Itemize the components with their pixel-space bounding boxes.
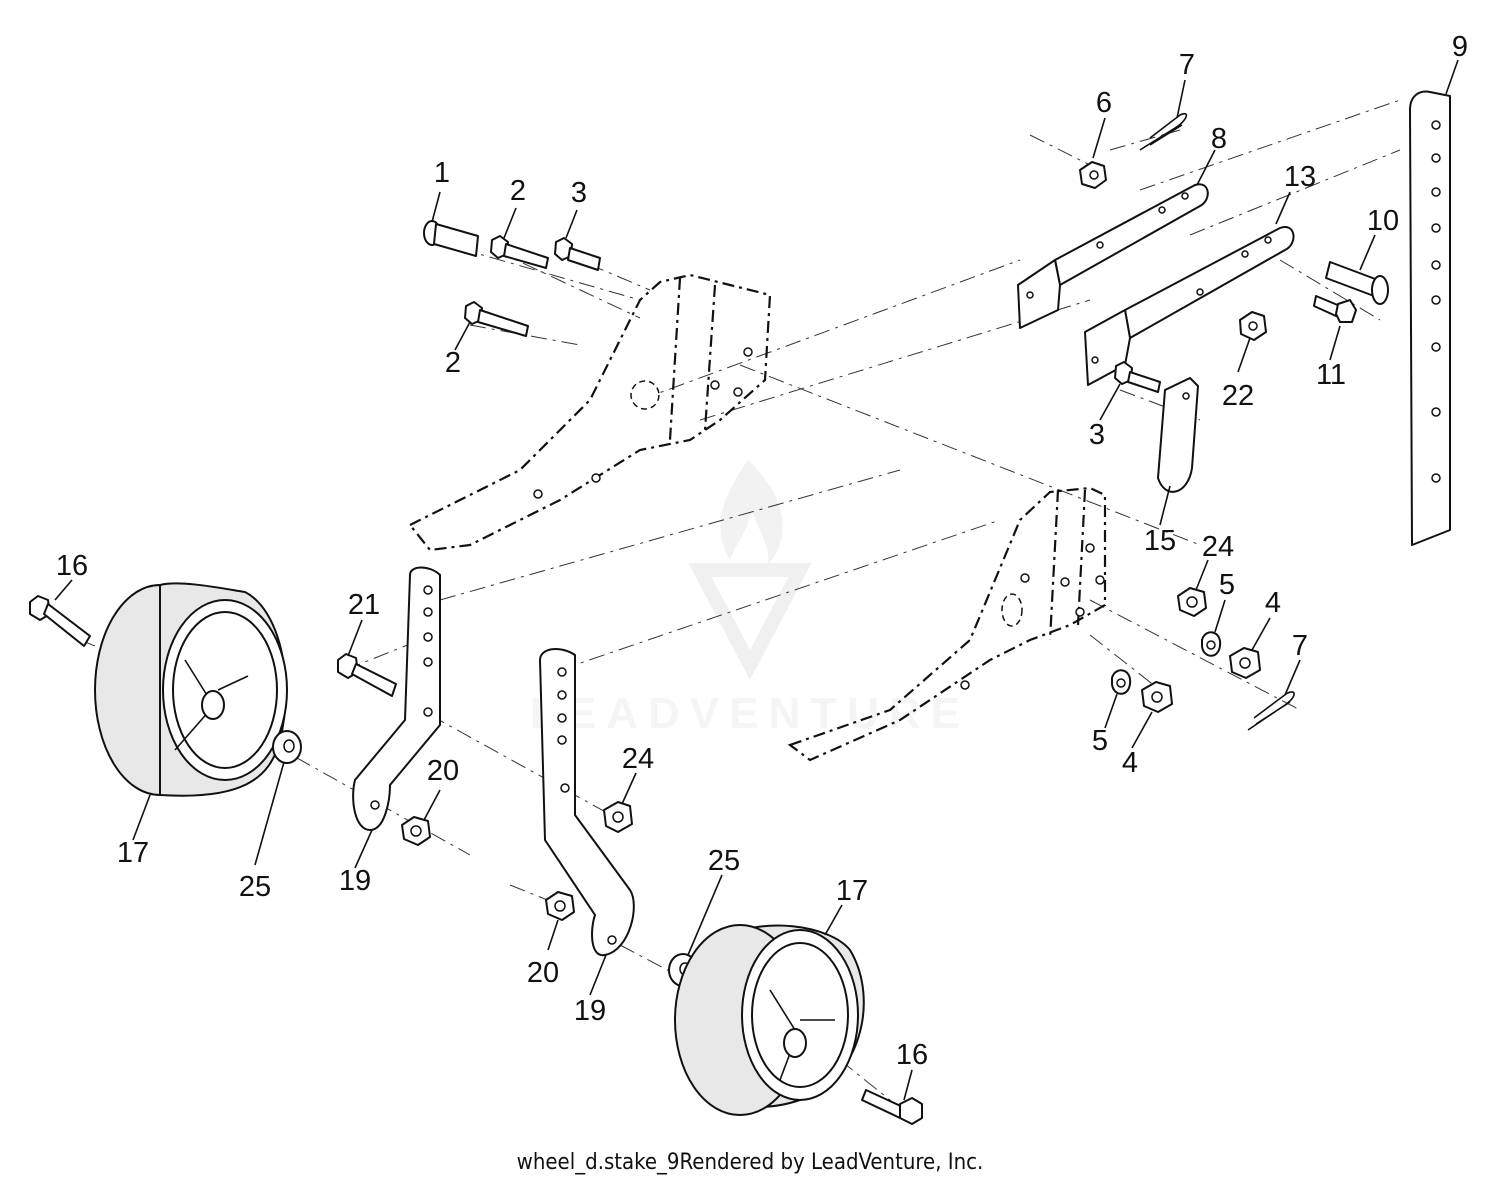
callout-25-left: 25 (239, 871, 271, 903)
bracket-8 (1017, 183, 1209, 329)
callout-1: 1 (434, 157, 450, 189)
callout-3-upper: 3 (571, 177, 587, 209)
callout-11: 11 (1316, 359, 1346, 391)
callout-5-right: 5 (1219, 569, 1235, 601)
callout-8: 8 (1211, 123, 1227, 155)
callout-25-right: 25 (708, 845, 740, 877)
axle-bolt-left (29, 595, 91, 647)
stake-pin (1325, 261, 1389, 305)
callout-17-right: 17 (836, 875, 868, 907)
flange-nut-24-center (603, 801, 633, 833)
callout-7-lower: 7 (1292, 630, 1308, 662)
callout-4-center: 4 (1122, 747, 1138, 779)
hex-nut-6 (1079, 161, 1107, 189)
leadventure-watermark: LEADVENTURE (530, 460, 970, 738)
lock-washer-5-center (1111, 669, 1132, 695)
hex-bolt-lower (464, 301, 529, 337)
callout-10: 10 (1367, 205, 1399, 237)
callout-6: 6 (1096, 87, 1112, 119)
callout-2-lower: 2 (445, 347, 461, 379)
callout-24-right: 24 (1202, 531, 1234, 563)
callout-16-right: 16 (896, 1039, 928, 1071)
hex-nut-20-left (401, 816, 431, 846)
flange-nut-24-right (1177, 587, 1207, 617)
diagram-filename: wheel_d.stake_9 (516, 1150, 680, 1175)
diagram-footer: wheel_d.stake_9Rendered by LeadVenture, … (0, 1150, 1500, 1175)
callout-20-right: 20 (527, 957, 559, 989)
hex-bolt-upper (490, 235, 549, 269)
rendered-by-credit: Rendered by LeadVenture, Inc. (679, 1150, 984, 1175)
hex-nut-4-right (1229, 647, 1261, 679)
wheel-left (94, 582, 288, 797)
callout-4-right: 4 (1265, 587, 1281, 619)
axle-bolt-right (861, 1089, 923, 1125)
clevis-pin (423, 220, 479, 257)
callout-13: 13 (1284, 161, 1316, 193)
flat-washer-25-left (272, 730, 302, 764)
callout-leaders (54, 59, 1459, 1101)
callout-9: 9 (1452, 31, 1468, 63)
tiller-frame-right (787, 486, 1107, 762)
depth-stake (1409, 90, 1451, 546)
bracket-15 (1157, 377, 1199, 493)
callout-5-center: 5 (1092, 725, 1108, 757)
callout-15: 15 (1144, 525, 1176, 557)
callout-17-left: 17 (117, 837, 149, 869)
lock-washer-5-right (1201, 631, 1222, 657)
wheel-bracket-19-right (539, 648, 635, 957)
watermark-text: LEADVENTURE (530, 689, 970, 738)
callout-3-lower: 3 (1089, 419, 1105, 451)
callout-2-upper: 2 (510, 175, 526, 207)
hex-nut-4-center (1141, 681, 1173, 713)
callout-16-left: 16 (56, 550, 88, 582)
hex-nut-22 (1239, 311, 1267, 341)
callout-labels: 1 2 2 3 3 4 4 5 5 6 7 7 8 9 10 11 13 15 … (56, 31, 1468, 1071)
callout-19-left: 19 (339, 865, 371, 897)
hex-nut-20-right (545, 891, 575, 921)
tiller-frame-left (408, 273, 772, 552)
wheel-right (674, 924, 865, 1116)
callout-19-right: 19 (574, 995, 606, 1027)
bolt-11 (1313, 295, 1357, 323)
hairpin-clip-lower (1247, 691, 1295, 731)
callout-22: 22 (1222, 380, 1254, 412)
callout-7-upper: 7 (1179, 49, 1195, 81)
short-bolt-lower (1114, 361, 1161, 393)
hairpin-clip-upper (1139, 112, 1188, 151)
callout-20-left: 20 (427, 755, 459, 787)
callout-21: 21 (348, 589, 380, 621)
callout-24-center: 24 (622, 743, 654, 775)
short-bolt-upper (554, 237, 601, 271)
bracket-13 (1084, 225, 1295, 386)
wheel-bracket-19-left (352, 566, 441, 831)
bolt-21 (337, 653, 397, 697)
